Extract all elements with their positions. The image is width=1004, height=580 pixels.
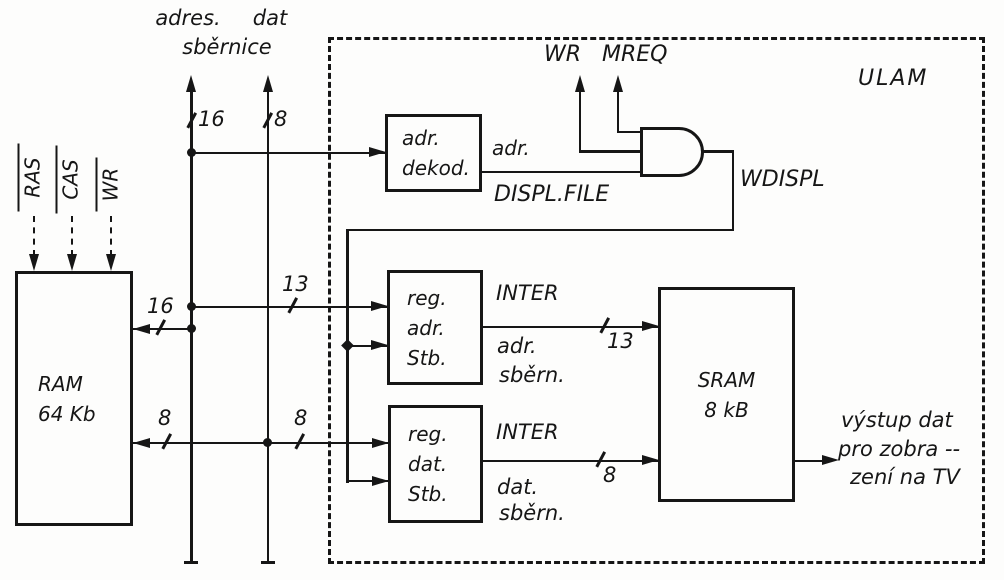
reg-adr-in-arrow-icon bbox=[371, 301, 388, 311]
ras-signal-line bbox=[33, 216, 35, 256]
data-bus-arrow-icon bbox=[262, 75, 273, 92]
inter-data-line bbox=[483, 459, 658, 462]
ram-name: RAM bbox=[38, 371, 83, 396]
strobe-dat-line bbox=[346, 479, 388, 482]
data-tap-width: 8 bbox=[294, 406, 308, 430]
ulam-boundary-box bbox=[328, 37, 985, 564]
decoder-line2: dekod. bbox=[402, 156, 470, 180]
inter-data-bus2: dat. bbox=[497, 475, 539, 499]
sram-name: SRAM bbox=[697, 367, 756, 392]
strobe-dat-arrow-icon bbox=[372, 476, 389, 486]
data-bus-label: dat bbox=[252, 6, 288, 30]
wdispl-label: WDISPL bbox=[740, 167, 825, 192]
ras-arrow-icon bbox=[29, 254, 39, 271]
address-register-line2: adr. bbox=[407, 315, 445, 340]
sram-size: 8 kB bbox=[704, 397, 749, 422]
address-bus-end-tick bbox=[184, 561, 198, 564]
address-bus-junction-dot bbox=[187, 324, 196, 333]
data-register-line3: Stb. bbox=[408, 482, 448, 506]
inter-address-bus2: adr. bbox=[497, 334, 537, 358]
ram-address-width: 16 bbox=[147, 294, 174, 318]
gate-output-line bbox=[702, 150, 734, 153]
and-gate bbox=[640, 127, 704, 177]
wr-signal-line bbox=[110, 216, 112, 256]
data-register-line1: reg. bbox=[408, 422, 448, 446]
decoder-out-label-bottom: DISPL.FILE bbox=[494, 182, 610, 207]
strobe-adr-line bbox=[346, 344, 387, 347]
decoder-input-line bbox=[191, 151, 385, 154]
gate-wr-arrow-icon bbox=[574, 75, 585, 92]
sram-addr-arrow-icon bbox=[642, 321, 659, 331]
ram-address-line bbox=[133, 327, 191, 330]
inter-data-bus3: sběrn. bbox=[499, 501, 565, 525]
reg-dat-in-arrow-icon bbox=[372, 438, 389, 448]
address-tap-junction-dot bbox=[187, 302, 196, 311]
gate-mreq-arrow-icon bbox=[612, 75, 623, 92]
address-bus-arrow-icon bbox=[186, 75, 196, 92]
data-bus-line bbox=[266, 88, 269, 563]
data-register-block: reg. dat. Stb. bbox=[388, 405, 483, 523]
address-register-block: reg. adr. Stb. bbox=[387, 270, 483, 385]
strobe-adr-arrow-icon bbox=[371, 340, 388, 350]
address-bus-width: 16 bbox=[198, 107, 225, 131]
ram-address-arrow-icon bbox=[133, 324, 150, 334]
ram-block: RAM 64 Kb bbox=[15, 271, 133, 526]
ram-data-arrow-icon bbox=[133, 438, 150, 448]
wdispl-hline bbox=[346, 228, 734, 231]
address-decoder-block: adr. dekod. bbox=[385, 114, 482, 192]
decoder-line1: adr. bbox=[402, 126, 440, 150]
gate-wr-hline bbox=[578, 150, 641, 153]
ulam-title: ULAM bbox=[858, 66, 929, 91]
gate-wr-label: WR bbox=[544, 42, 582, 67]
ram-size: 64 Kb bbox=[38, 401, 96, 426]
address-tap-width: 13 bbox=[282, 272, 309, 296]
inter-data-bus1: INTER bbox=[496, 420, 559, 444]
gate-mreq-hline bbox=[616, 130, 641, 133]
sram-block: SRAM 8 kB bbox=[658, 287, 795, 502]
sram-data-arrow-icon bbox=[642, 455, 659, 465]
data-bus-junction-dot bbox=[263, 438, 272, 447]
data-bus-end-tick bbox=[261, 561, 275, 564]
wdispl-vline-right bbox=[731, 150, 734, 231]
inter-data-width: 8 bbox=[603, 463, 617, 487]
ram-data-line bbox=[133, 441, 388, 444]
cas-arrow-icon bbox=[67, 254, 77, 271]
address-bus-label: adres. bbox=[155, 6, 221, 30]
wr-signal-label: WR bbox=[95, 157, 123, 212]
cas-signal-label: CAS bbox=[55, 145, 83, 214]
tv-output-label-line2: pro zobra -- bbox=[838, 437, 961, 461]
wr-arrow-icon bbox=[106, 254, 116, 271]
inter-address-line bbox=[483, 325, 658, 328]
inter-address-bus3: sběrn. bbox=[499, 363, 565, 387]
decoder-in-arrow-icon bbox=[369, 147, 386, 157]
data-register-line2: dat. bbox=[408, 452, 448, 476]
ras-signal-label: RAS bbox=[17, 143, 45, 212]
decoder-out-label-top: adr. bbox=[492, 136, 530, 160]
tv-output-line bbox=[795, 459, 824, 462]
ram-data-width: 8 bbox=[158, 406, 172, 430]
strobe-vline bbox=[346, 228, 349, 483]
gate-mreq-label: MREQ bbox=[602, 42, 668, 67]
decoder-output-line bbox=[482, 170, 640, 173]
gate-mreq-vline bbox=[616, 88, 619, 133]
address-register-line1: reg. bbox=[407, 285, 447, 310]
bus-label-sbernice: sběrnice bbox=[182, 35, 272, 59]
tv-output-arrow-icon bbox=[822, 455, 839, 465]
address-register-line3: Stb. bbox=[407, 345, 447, 370]
decoder-tap-junction-dot bbox=[187, 148, 196, 157]
inter-address-width: 13 bbox=[607, 329, 634, 353]
inter-address-bus1: INTER bbox=[496, 281, 559, 305]
tv-output-label-line1: výstup dat bbox=[841, 408, 953, 432]
gate-wr-vline bbox=[578, 88, 581, 152]
data-bus-width: 8 bbox=[274, 107, 288, 131]
cas-signal-line bbox=[71, 216, 73, 256]
tv-output-label-line3: zení na TV bbox=[850, 465, 960, 489]
